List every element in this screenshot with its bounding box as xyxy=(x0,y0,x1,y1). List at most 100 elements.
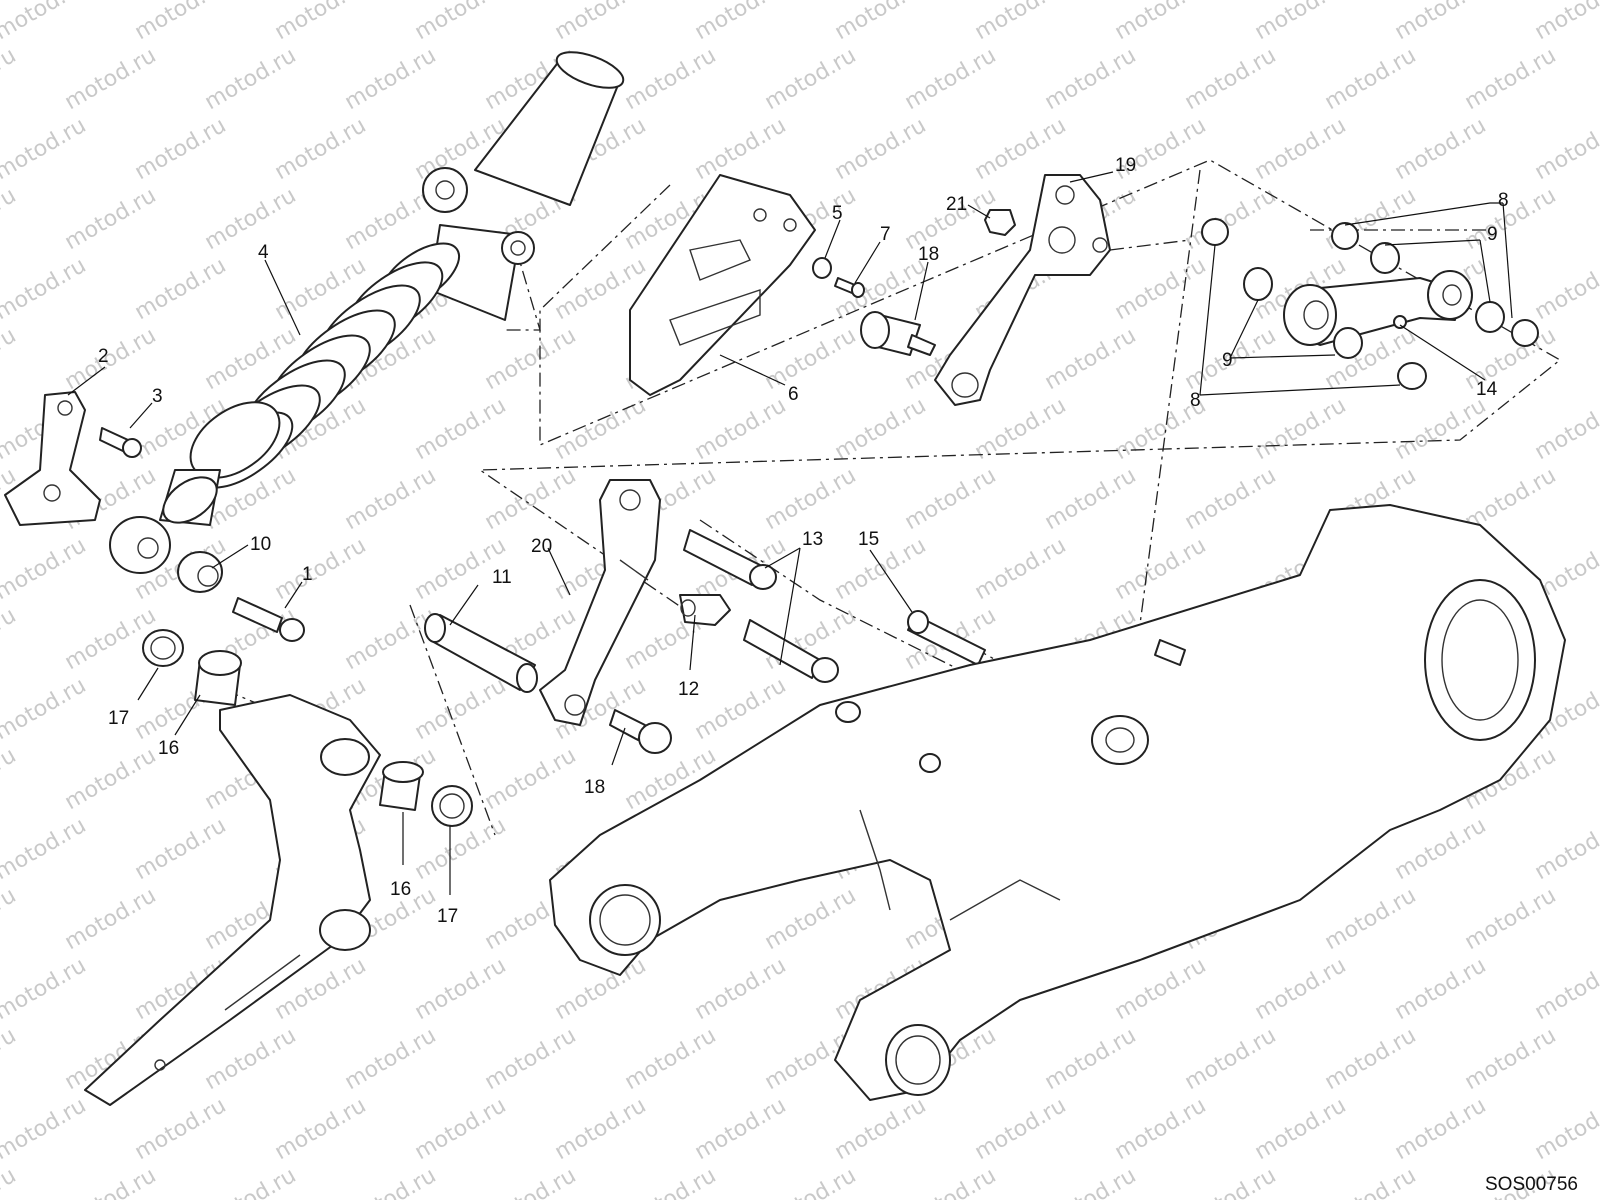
callout-12: 12 xyxy=(678,679,699,700)
rocker-part-19 xyxy=(934,174,1111,406)
watermark-text: motod.ru xyxy=(761,43,861,115)
watermark-text: motod.ru xyxy=(1041,1163,1141,1200)
watermark-text: motod.ru xyxy=(61,1163,161,1200)
callout-9-lower: 9 xyxy=(1222,350,1233,371)
frame-bracket xyxy=(84,694,381,1106)
callout-21: 21 xyxy=(946,194,967,215)
watermark-text: motod.ru xyxy=(761,463,861,535)
callout-6: 6 xyxy=(788,384,799,405)
callout-19: 19 xyxy=(1115,155,1136,176)
watermark-text: motod.ru xyxy=(1041,323,1141,395)
watermark-text: motod.ru xyxy=(411,953,511,1025)
callout-7: 7 xyxy=(880,224,891,245)
watermark-text: motod.ru xyxy=(0,813,90,885)
callout-9-upper: 9 xyxy=(1487,224,1498,245)
tie-rod-part-14 xyxy=(1283,270,1473,346)
watermark-text: motod.ru xyxy=(271,533,371,605)
watermark-text: motod.ru xyxy=(481,743,581,815)
callout-10: 10 xyxy=(250,534,271,555)
watermark-text: motod.ru xyxy=(971,0,1071,45)
seal-part-17-left xyxy=(142,629,184,667)
watermark-text: motod.ru xyxy=(0,1093,90,1165)
callout-8-lower: 8 xyxy=(1190,390,1201,411)
watermark-text: motod.ru xyxy=(61,183,161,255)
watermark-text: motod.ru xyxy=(1251,1093,1351,1165)
watermark-text: motod.ru xyxy=(1251,953,1351,1025)
bolt-part-1 xyxy=(232,597,305,642)
callout-4: 4 xyxy=(258,242,269,263)
watermark-text: motod.ru xyxy=(1251,393,1351,465)
watermark-text: motod.ru xyxy=(621,1023,721,1095)
callout-18-lower: 18 xyxy=(584,777,605,798)
watermark-text: motod.ru xyxy=(1041,43,1141,115)
bushing-part-16-right xyxy=(379,761,424,811)
heel-guard-part-6 xyxy=(629,174,816,396)
watermark-text: motod.ru xyxy=(0,603,20,675)
watermark-text: motod.ru xyxy=(341,463,441,535)
watermark-text: motod.ru xyxy=(0,673,90,745)
watermark-text: motod.ru xyxy=(1041,463,1141,535)
bracket-part-2 xyxy=(4,391,142,526)
watermark-text: motod.ru xyxy=(1391,393,1491,465)
watermark-text: motod.ru xyxy=(1111,533,1211,605)
callout-20: 20 xyxy=(531,536,552,557)
watermark-text: motod.ru xyxy=(1181,463,1281,535)
watermark-text: motod.ru xyxy=(1181,43,1281,115)
watermark-text: motod.ru xyxy=(901,43,1001,115)
watermark-text: motod.ru xyxy=(271,1093,371,1165)
bolts-part-13 xyxy=(683,529,839,683)
watermark-text: motod.ru xyxy=(761,883,861,955)
watermark-text: motod.ru xyxy=(61,43,161,115)
watermark-text: motod.ru xyxy=(131,1093,231,1165)
callout-16-right: 16 xyxy=(390,879,411,900)
watermark-text: motod.ru xyxy=(201,43,301,115)
watermark-text: motod.ru xyxy=(1531,813,1600,885)
watermark-text: motod.ru xyxy=(691,953,791,1025)
watermark-text: motod.ru xyxy=(341,1023,441,1095)
watermark-text: motod.ru xyxy=(1531,1093,1600,1165)
watermark-text: motod.ru xyxy=(0,43,20,115)
watermark-text: motod.ru xyxy=(0,1023,20,1095)
watermark-text: motod.ru xyxy=(1391,1093,1491,1165)
watermark-text: motod.ru xyxy=(1461,183,1561,255)
watermark-text: motod.ru xyxy=(61,323,161,395)
watermark-text: motod.ru xyxy=(1111,253,1211,325)
nut-part-21 xyxy=(984,209,1016,236)
watermark-text: motod.ru xyxy=(971,393,1071,465)
callout-17-left: 17 xyxy=(108,708,129,729)
washer-part-5 xyxy=(812,257,832,279)
watermark-text: motod.ru xyxy=(1461,1023,1561,1095)
seal-part-17-right xyxy=(431,785,473,827)
watermark-text: motod.ru xyxy=(0,953,90,1025)
callout-11: 11 xyxy=(492,567,512,588)
watermark-text: motod.ru xyxy=(1321,1163,1421,1200)
watermark-text: motod.ru xyxy=(551,393,651,465)
watermark-text: motod.ru xyxy=(411,0,511,45)
swingarm xyxy=(549,504,1566,1101)
watermark-text: motod.ru xyxy=(1531,0,1600,45)
watermark-text: motod.ru xyxy=(1321,43,1421,115)
watermark-text: motod.ru xyxy=(831,393,931,465)
watermark-text: motod.ru xyxy=(481,1163,581,1200)
watermark-text: motod.ru xyxy=(971,1093,1071,1165)
watermark-text: motod.ru xyxy=(411,673,511,745)
callout-3: 3 xyxy=(152,386,163,407)
watermark-text: motod.ru xyxy=(201,183,301,255)
watermark-text: motod.ru xyxy=(691,113,791,185)
watermark-text: motod.ru xyxy=(621,43,721,115)
watermark-text: motod.ru xyxy=(61,743,161,815)
watermark-text: motod.ru xyxy=(481,323,581,395)
watermark-text: motod.ru xyxy=(1041,1023,1141,1095)
watermark-text: motod.ru xyxy=(0,743,20,815)
watermark-text: motod.ru xyxy=(831,0,931,45)
leader-lines xyxy=(67,171,1513,895)
screw-part-18-lower xyxy=(609,709,672,754)
watermark-text: motod.ru xyxy=(61,883,161,955)
watermark-text: motod.ru xyxy=(1111,0,1211,45)
watermark-text: motod.ru xyxy=(1461,883,1561,955)
spacer-part-10 xyxy=(177,551,223,593)
watermark-text: motod.ru xyxy=(761,323,861,395)
watermark-text: motod.ru xyxy=(691,0,791,45)
watermark-text: motod.ru xyxy=(1181,1023,1281,1095)
callout-8-upper: 8 xyxy=(1498,190,1509,211)
